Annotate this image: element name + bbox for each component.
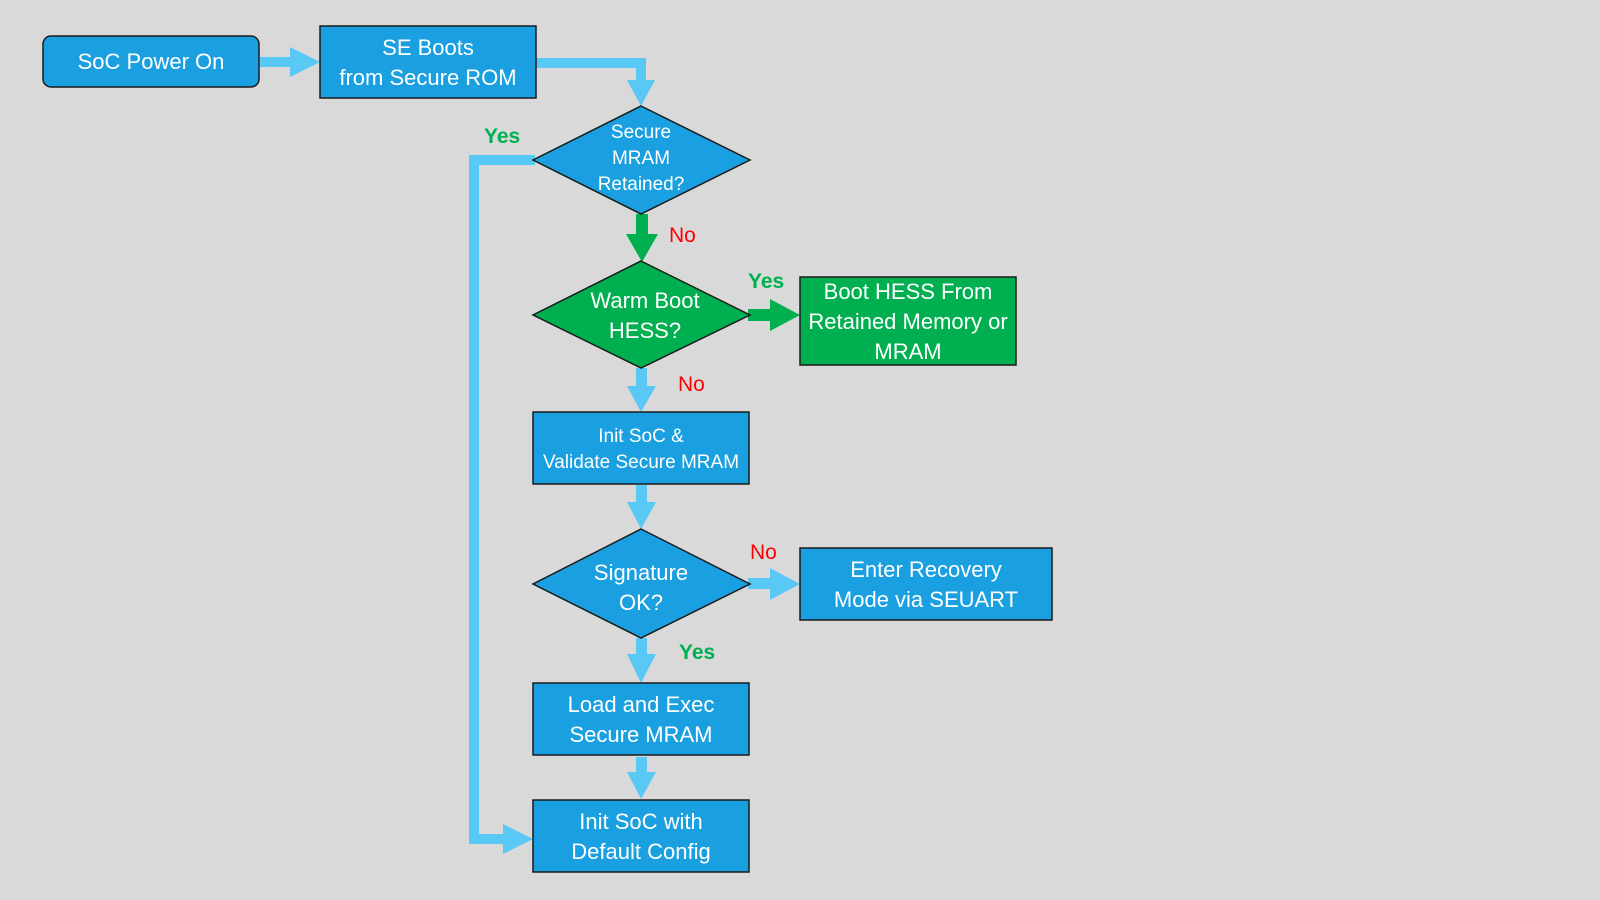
node-label: Mode via SEUART [834,587,1018,612]
arrow-signature-no-to-recovery [748,568,800,600]
decision-label: Secure [611,122,671,143]
connectors [260,47,800,854]
label-retained-no: No [669,224,696,247]
arrow-power-to-se-boots [260,47,320,77]
arrow-signature-yes-to-load [627,638,656,683]
node-label: from Secure ROM [339,65,516,90]
node-label: Init SoC & [598,426,684,447]
label-warm-yes: Yes [748,270,784,293]
node-soc-power-on: SoC Power On [42,35,260,88]
decision-signature-ok: Signature OK? [531,528,752,639]
decision-label: OK? [619,590,663,615]
node-label: Default Config [571,839,710,864]
arrow-retained-yes-to-default [469,155,535,854]
node-label: Enter Recovery [850,557,1002,582]
node-init-soc-default: Init SoC with Default Config [532,799,750,873]
node-se-boots: SE Boots from Secure ROM [319,25,537,99]
decision-label: Warm Boot [590,288,699,313]
label-signature-no: No [750,541,777,564]
decision-label: Retained? [598,174,685,195]
node-label: Init SoC with [579,809,703,834]
node-label: MRAM [874,339,941,364]
arrow-init-to-signature [627,485,656,529]
decision-warm-boot-hess: Warm Boot HESS? [531,260,752,369]
decision-label: MRAM [612,148,670,169]
node-label: Boot HESS From [824,279,993,304]
node-load-exec: Load and Exec Secure MRAM [532,682,750,756]
arrow-warm-no-to-init [627,368,656,412]
decision-secure-mram-retained: Secure MRAM Retained? [531,105,752,215]
node-label: Validate Secure MRAM [543,452,739,473]
decision-label: HESS? [609,318,681,343]
node-init-soc-validate: Init SoC & Validate Secure MRAM [532,411,750,485]
arrow-se-boots-to-retained [536,58,655,106]
node-boot-hess-from: Boot HESS From Retained Memory or MRAM [799,276,1017,366]
node-label: Secure MRAM [569,722,712,747]
node-label: Retained Memory or [808,309,1007,334]
arrow-retained-no-to-warm [626,214,658,262]
decision-label: Signature [594,560,688,585]
node-label: SE Boots [382,35,474,60]
node-enter-recovery: Enter Recovery Mode via SEUART [799,547,1053,621]
label-retained-yes: Yes [484,125,520,148]
node-label: Load and Exec [568,692,715,717]
arrow-load-to-default [627,757,656,799]
node-label: SoC Power On [78,49,225,74]
label-warm-no: No [678,373,705,396]
label-signature-yes: Yes [679,641,715,664]
arrow-warm-yes-to-boot-hess [748,299,800,331]
edge-labels: Yes No Yes No No Yes [484,125,784,664]
